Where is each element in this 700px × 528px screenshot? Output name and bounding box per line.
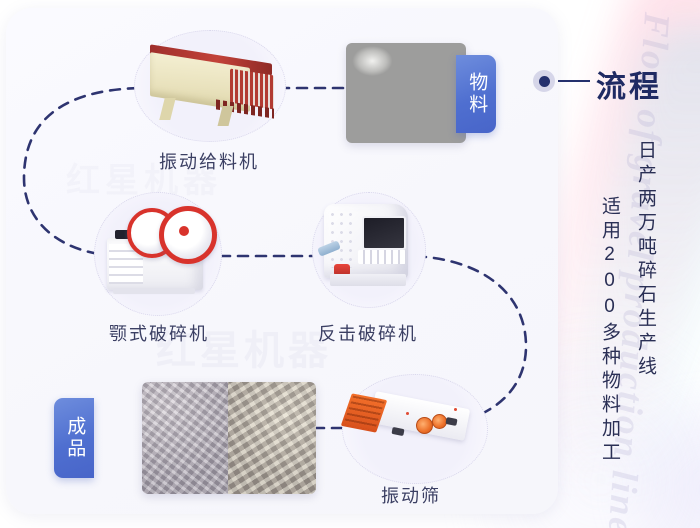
impact-crusher-label: 反击破碎机 bbox=[318, 324, 418, 344]
material-tab: 物料 bbox=[456, 55, 496, 133]
product-tab-label: 成品 bbox=[64, 416, 86, 460]
impact-crusher-icon bbox=[317, 200, 418, 296]
material-tab-label: 物料 bbox=[466, 72, 488, 116]
vibrating-feeder-icon bbox=[146, 44, 274, 126]
card-watermark: 红星机器 bbox=[156, 329, 332, 373]
flow-card: 红星机器 红星机器 bbox=[6, 8, 558, 514]
page-title: 流程 bbox=[596, 71, 662, 104]
product-tab: 成品 bbox=[54, 398, 94, 478]
vibrating-screen-icon bbox=[340, 390, 476, 456]
vibrating-screen-label: 振动筛 bbox=[381, 486, 441, 506]
vertical-text-primary: 日产两万吨碎石生产线 bbox=[635, 140, 656, 380]
finished-product-photos bbox=[142, 382, 316, 494]
flow-marker-dot bbox=[533, 70, 555, 92]
finished-product-photo-right bbox=[228, 382, 316, 494]
flow-marker-line bbox=[558, 80, 590, 82]
jaw-crusher-icon bbox=[101, 204, 217, 298]
finished-product-photo-left bbox=[142, 382, 228, 494]
vertical-text-secondary: 适用200多种物料加工 bbox=[599, 196, 620, 466]
feeder-label: 振动给料机 bbox=[159, 152, 259, 172]
raw-material-photo bbox=[346, 43, 466, 143]
jaw-crusher-label: 颚式破碎机 bbox=[109, 324, 209, 344]
